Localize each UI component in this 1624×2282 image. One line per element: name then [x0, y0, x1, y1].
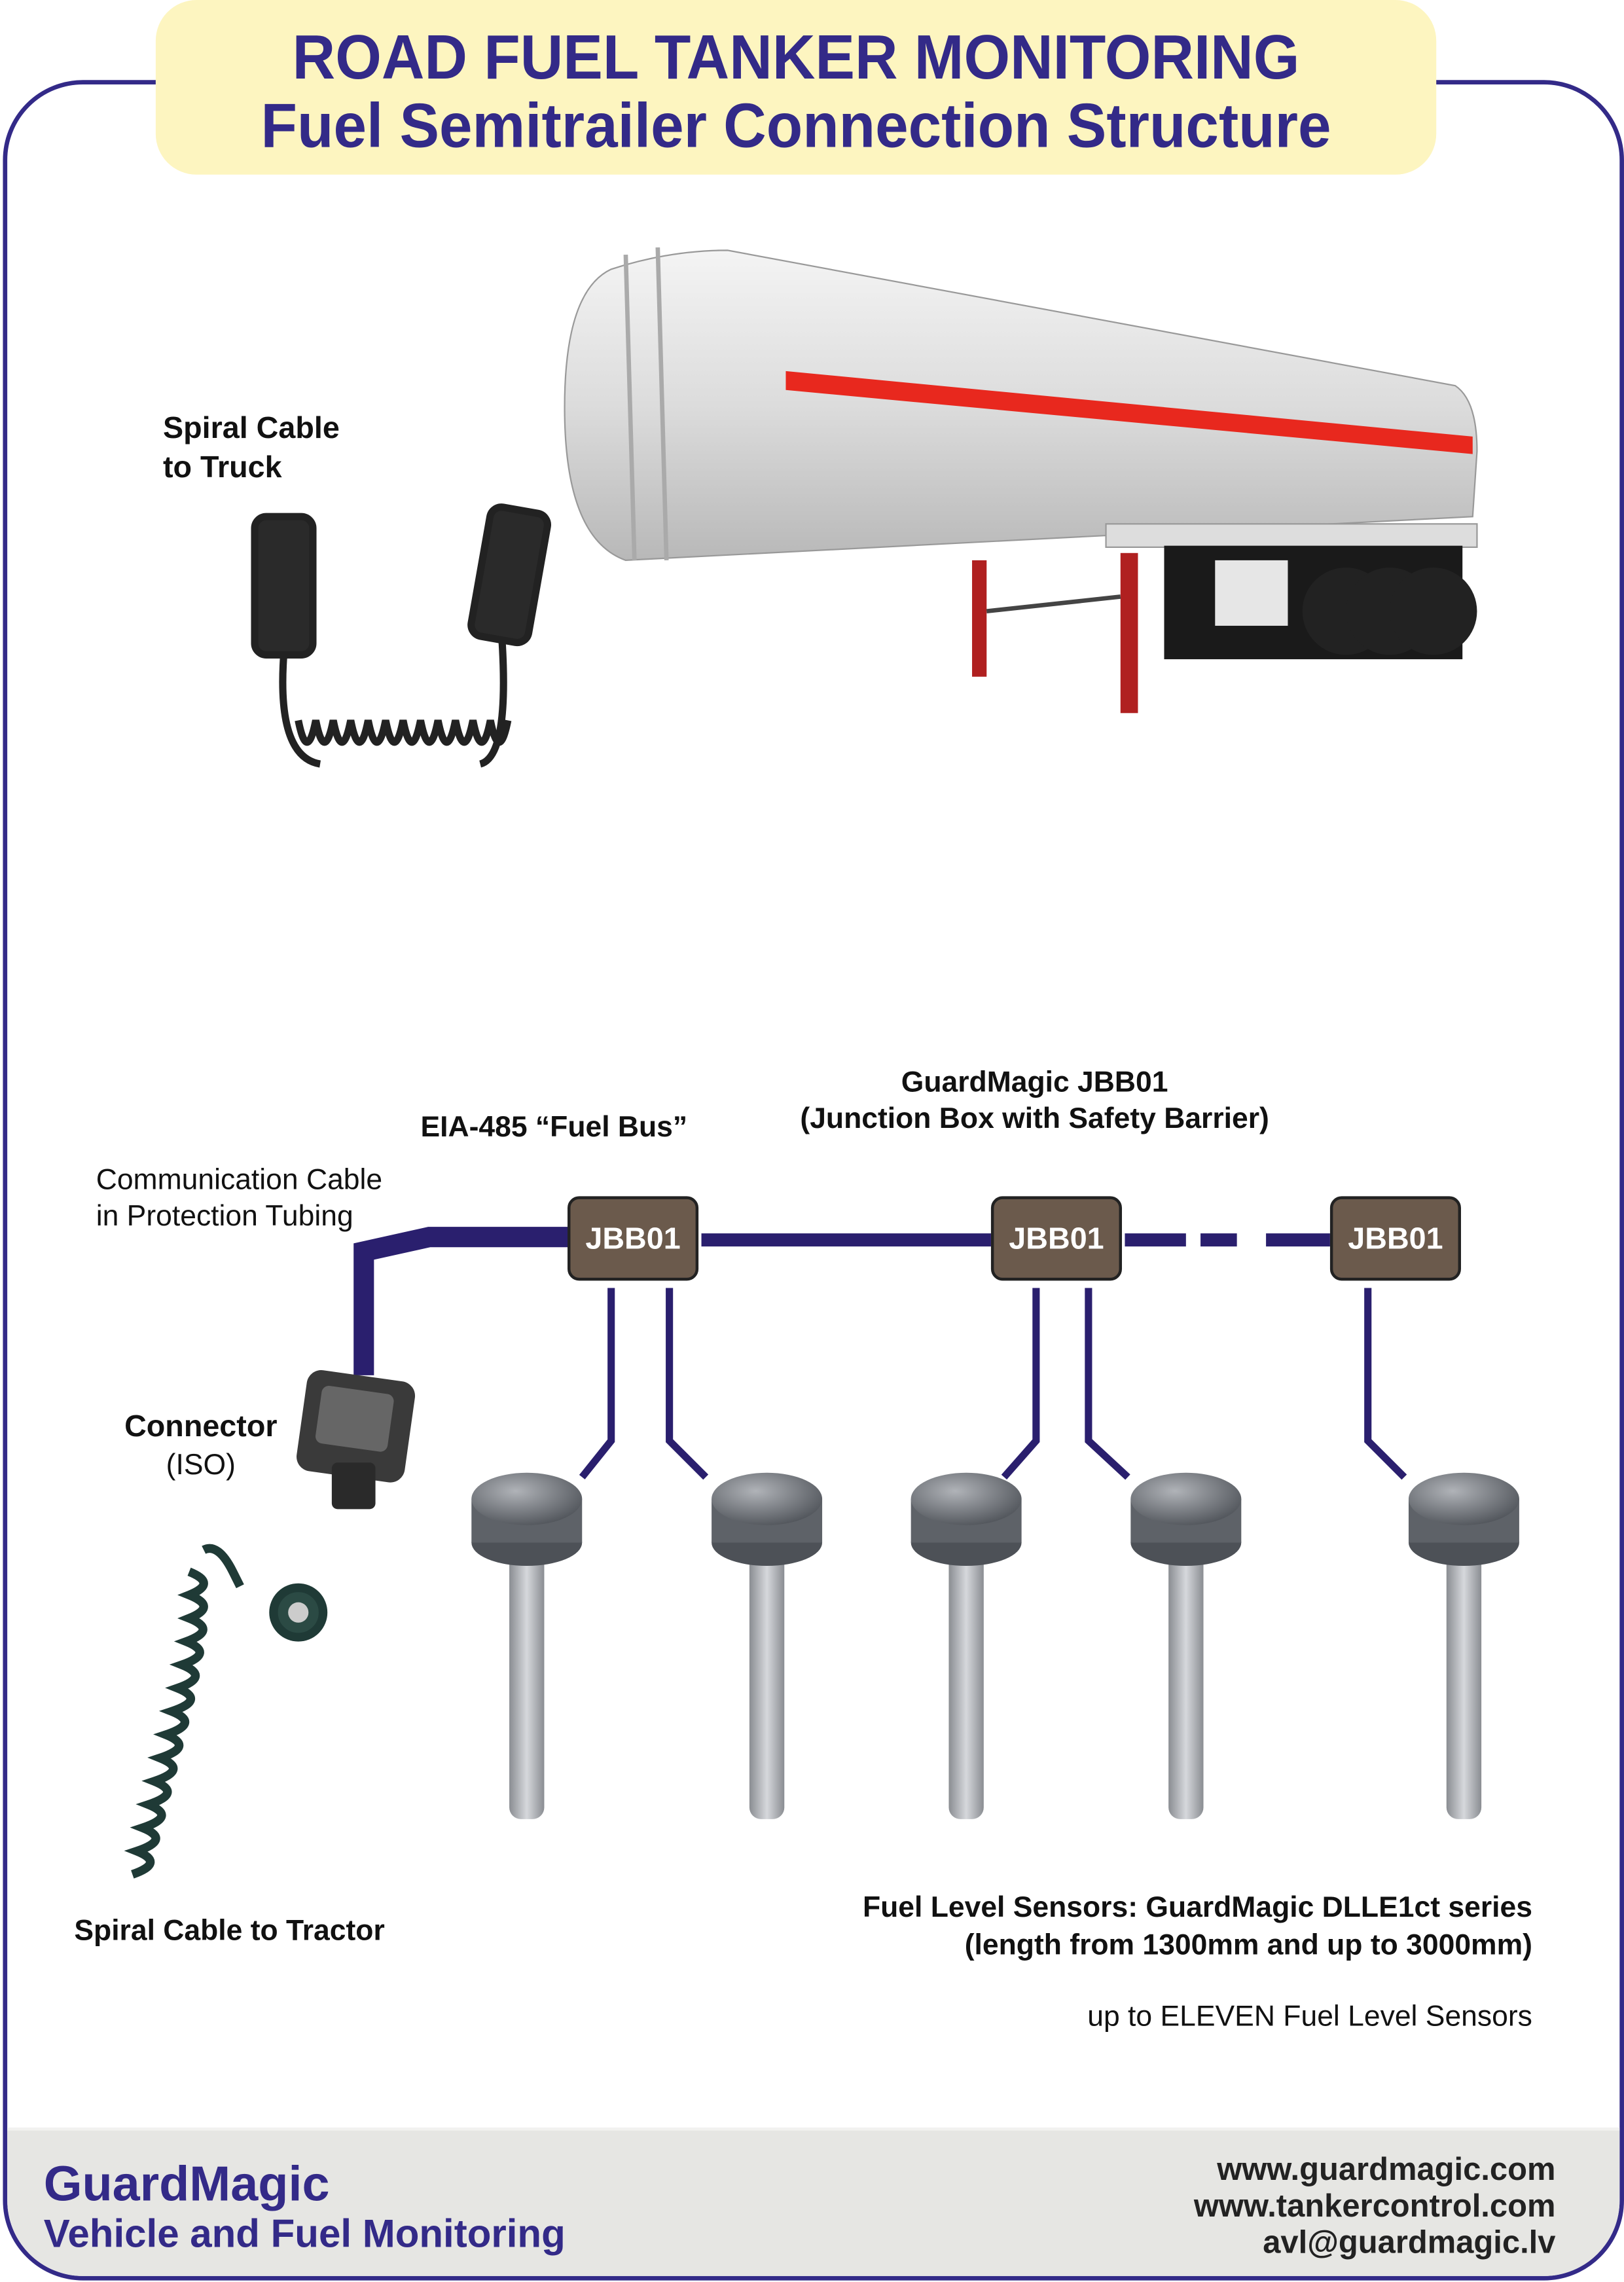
spiral-cable-tractor-image: [124, 1544, 328, 1879]
footer-link-guardmagic[interactable]: www.guardmagic.com: [1217, 2150, 1556, 2188]
fuel-bus-label: EIA-485 “Fuel Bus”: [420, 1112, 688, 1144]
footer-brand: GuardMagic: [43, 2156, 330, 2213]
footer: GuardMagic Vehicle and Fuel Monitoring w…: [7, 2128, 1620, 2276]
fuel-level-sensor-2: [712, 1472, 823, 1819]
footer-tagline: Vehicle and Fuel Monitoring: [43, 2212, 566, 2256]
footer-link-tankercontrol[interactable]: www.tankercontrol.com: [1193, 2187, 1556, 2224]
comm-cable-label-2: in Protection Tubing: [96, 1201, 353, 1233]
junction-box-2: JBB01: [990, 1196, 1123, 1281]
sensors-length-label: (length from 1300mm and up to 3000mm): [964, 1929, 1532, 1962]
page-subtitle: Fuel Semitrailer Connection Structure: [261, 92, 1331, 162]
footer-email[interactable]: avl@guardmagic.lv: [1263, 2223, 1556, 2260]
fuel-level-sensor-3: [911, 1472, 1022, 1819]
iso-connector-image: [297, 1370, 416, 1510]
fuel-bus-cable: [353, 1227, 1407, 1480]
spiral-cable-truck-label: Spiral Cable: [162, 412, 340, 446]
jbb-subtitle-label: (Junction Box with Safety Barrier): [800, 1103, 1269, 1136]
connector-type-label: (ISO): [166, 1449, 236, 1482]
junction-box-1: JBB01: [568, 1196, 699, 1281]
sensors-count-label: up to ELEVEN Fuel Level Sensors: [1087, 2001, 1532, 2033]
junction-box-3: JBB01: [1329, 1196, 1461, 1281]
spiral-cable-tractor-label: Spiral Cable to Tractor: [74, 1915, 385, 1947]
fuel-level-sensor-4: [1130, 1472, 1242, 1819]
spiral-cable-truck-label-2: to Truck: [162, 451, 282, 485]
fuel-level-sensor-1: [471, 1472, 583, 1819]
tanker-semitrailer-image: [564, 247, 1478, 714]
fuel-level-sensor-5: [1408, 1472, 1519, 1819]
title-box: ROAD FUEL TANKER MONITORING Fuel Semitra…: [155, 0, 1437, 175]
page-title: ROAD FUEL TANKER MONITORING: [292, 23, 1300, 94]
fuel-level-sensors: [471, 1472, 1519, 1819]
comm-cable-label: Communication Cable: [96, 1164, 383, 1197]
spiral-cable-truck-image: [251, 503, 551, 768]
jbb-title-label: GuardMagic JBB01: [901, 1066, 1168, 1099]
connector-label: Connector: [124, 1410, 278, 1444]
sensors-label: Fuel Level Sensors: GuardMagic DLLE1ct s…: [862, 1892, 1532, 1924]
